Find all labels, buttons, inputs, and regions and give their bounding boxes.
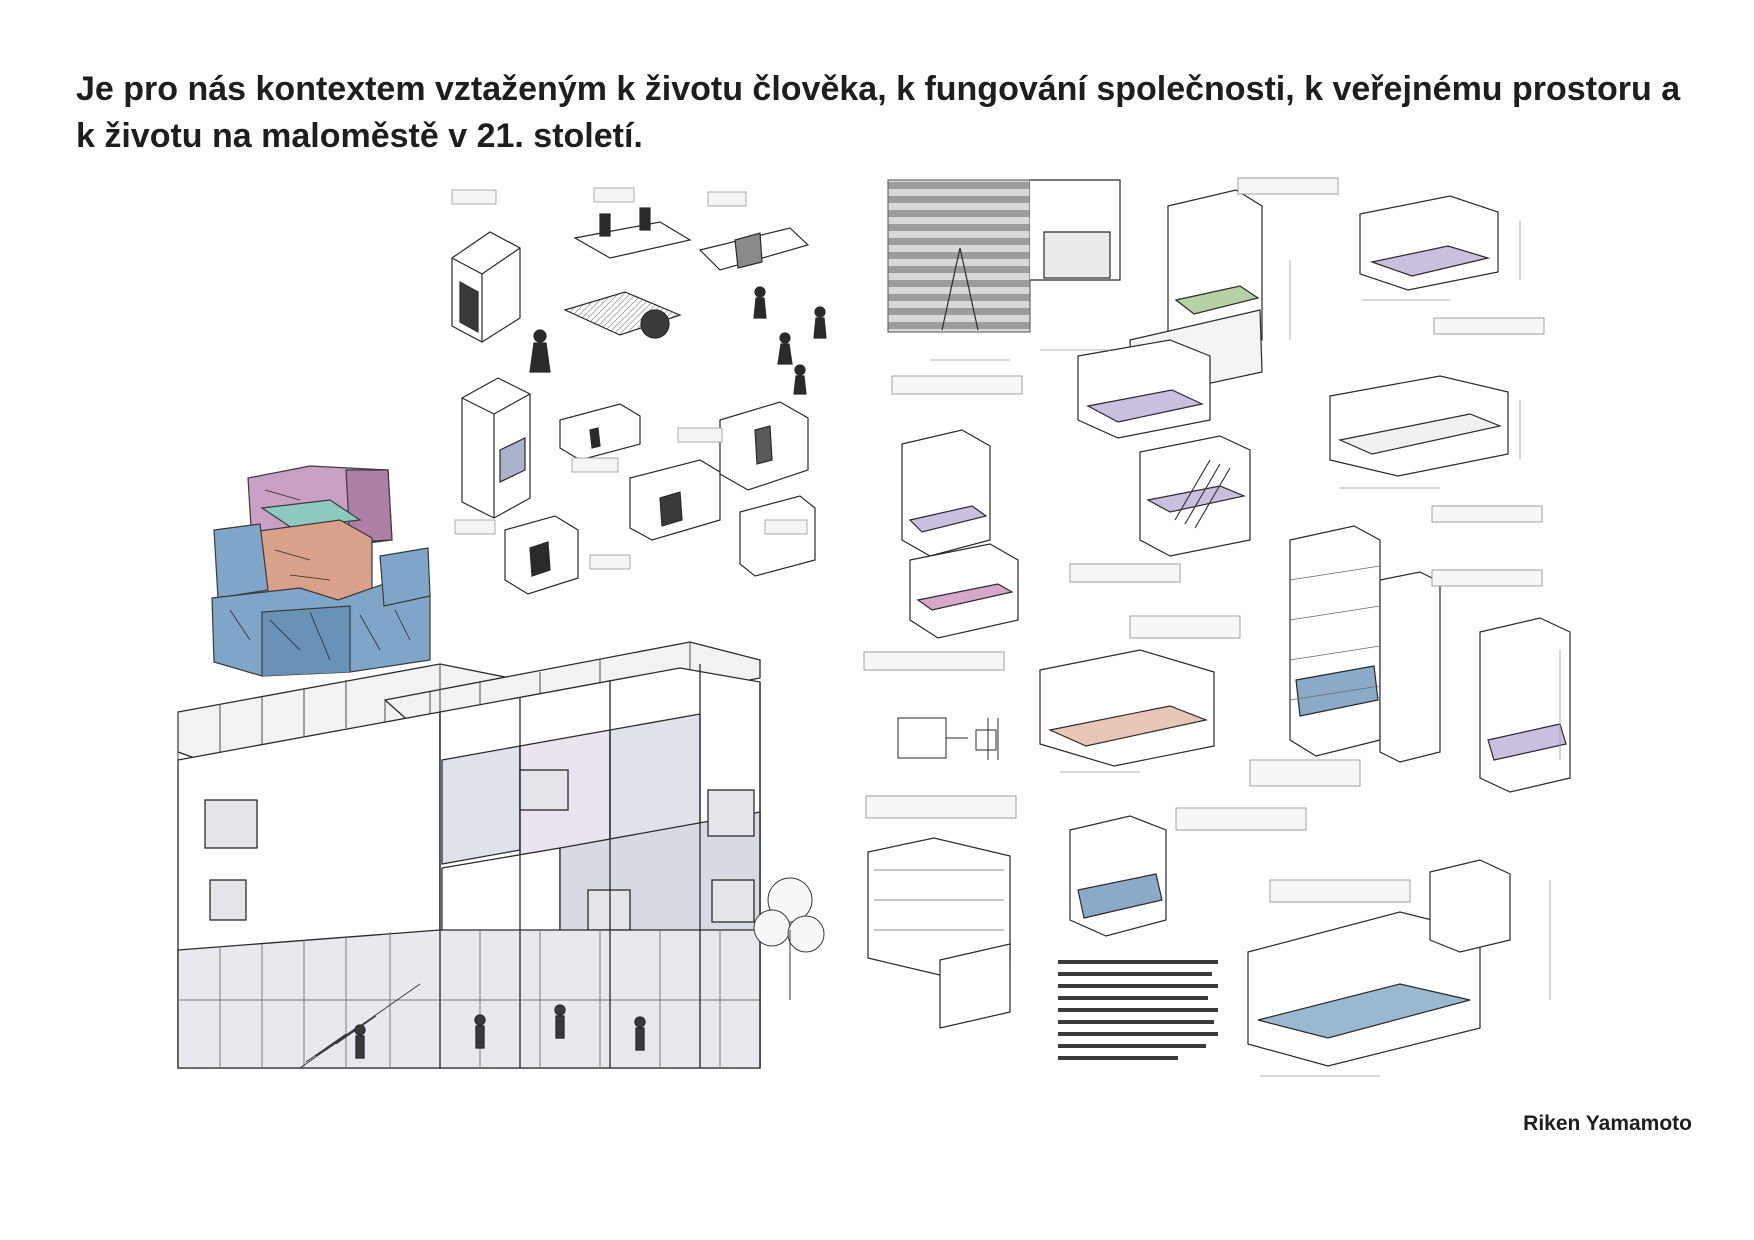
- building-axonometric: [177, 641, 825, 1069]
- unit-drawings: [867, 179, 1571, 1067]
- small-diagram: [897, 717, 999, 760]
- caption-text-block: [1058, 960, 1218, 1060]
- people-vignettes-cluster: [451, 187, 827, 595]
- annotation-label-boxes: [863, 177, 1545, 903]
- colored-module-block: [211, 465, 431, 677]
- page-heading: Je pro nás kontextem vztaženým k životu …: [76, 70, 1681, 155]
- author-credit: Riken Yamamoto: [1523, 1112, 1692, 1135]
- dimension-lines: [930, 220, 1561, 1077]
